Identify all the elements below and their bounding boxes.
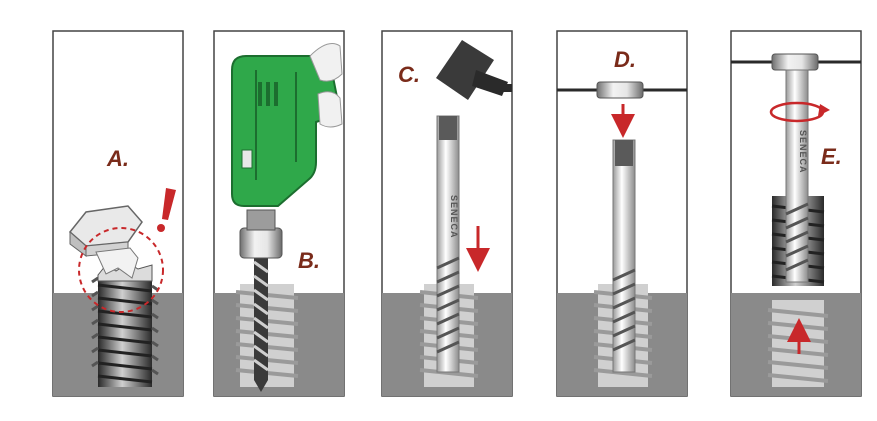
screw-extractor-tool: SENECA xyxy=(785,69,809,283)
step-label-a: A. xyxy=(106,146,129,171)
panel-d: D. xyxy=(556,30,688,397)
step-label-b: B. xyxy=(298,248,320,273)
electric-drill-icon xyxy=(231,43,343,207)
screw-extractor-tool: SENECA xyxy=(436,115,460,373)
rotation-arrow-icon xyxy=(769,101,830,123)
drill-chuck xyxy=(239,209,283,259)
warning-icon xyxy=(157,188,176,232)
tool-brand-text: SENECA xyxy=(449,195,459,239)
panel-e: SENECA E. xyxy=(730,30,862,397)
panel-a: A. xyxy=(52,30,184,397)
panel-c: SENECA C. xyxy=(381,30,513,397)
fracture-highlight-circle xyxy=(78,227,164,313)
panel-b: B. xyxy=(213,30,345,397)
step-label-d: D. xyxy=(614,47,636,72)
screw-extractor-tool xyxy=(612,139,636,373)
tool-brand-text: SENECA xyxy=(798,130,808,174)
broken-bolt-threads xyxy=(91,262,159,387)
hammer-icon xyxy=(436,40,512,100)
broken-bolt-head xyxy=(68,205,143,279)
drill-bit xyxy=(253,255,269,392)
step-label-c: C. xyxy=(398,62,420,87)
tap-wrench-handle xyxy=(557,81,687,99)
step-label-e: E. xyxy=(821,144,842,169)
